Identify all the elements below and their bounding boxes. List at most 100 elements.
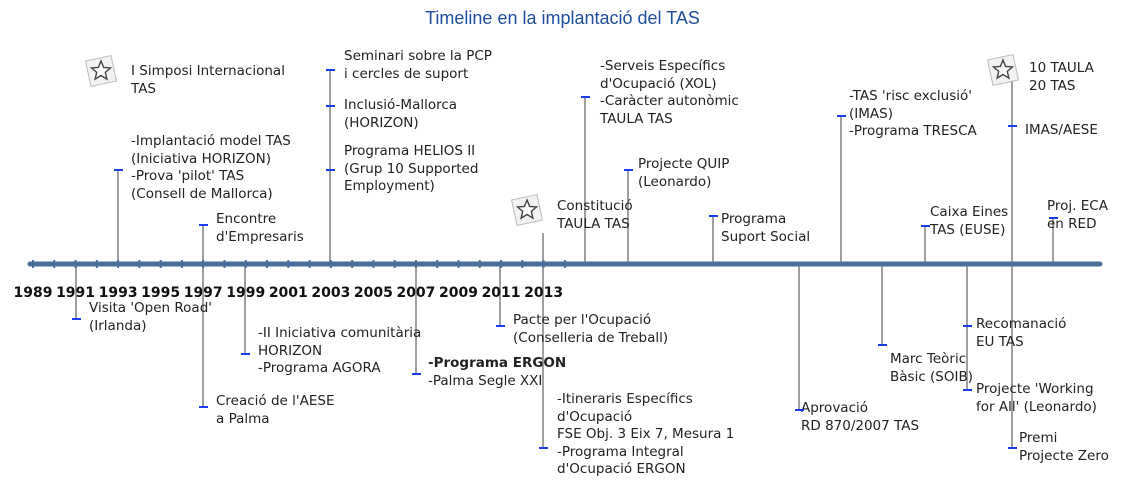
event-label: -TAS 'risc exclusió'(IMAS)-Programa TRES… (849, 88, 977, 141)
event-marker (709, 215, 718, 217)
event-label: Pacte per l'Ocupació(Conselleria de Treb… (513, 312, 668, 347)
event-label-line: for All' (Leonardo) (976, 398, 1097, 415)
event-marker (963, 389, 972, 391)
year-label: 1997 (183, 285, 223, 301)
event-label-line: -Caràcter autonòmic (600, 93, 739, 109)
event-marker (878, 344, 887, 346)
event-label-line: IMAS/AESE (1025, 122, 1098, 138)
event-label-line: d'Ocupació (XOL) (600, 75, 717, 92)
event-label-line: HORIZON (258, 342, 323, 359)
timeline-axis (27, 260, 1103, 268)
event-label-line: i cercles de suport (344, 65, 469, 82)
event-label-line: -Programa TRESCA (849, 123, 977, 139)
event-label-line: Marc Teòric (890, 351, 967, 367)
event-label-line: -Prova 'pilot' TAS (131, 168, 245, 184)
event-label-line: Recomanació (976, 316, 1067, 332)
timeline-icons (84, 53, 1020, 227)
event-label-line: TAS (EUSE) (930, 221, 1006, 238)
event-label-line: Caixa Eines (930, 204, 1009, 220)
event-marker (326, 169, 335, 171)
year-label: 1995 (141, 285, 181, 301)
year-label: 2011 (481, 285, 521, 301)
event-marker (1049, 217, 1058, 219)
event-label-line: Employment) (344, 178, 435, 194)
event-label-line: (Grup 10 Supported (344, 160, 479, 177)
event-marker (412, 373, 421, 375)
event-label-line: Constitució (557, 198, 633, 214)
year-label: 2009 (439, 285, 478, 301)
event-marker (837, 115, 846, 117)
event-label: Inclusió-Mallorca(HORIZON) (344, 97, 457, 132)
event-label-line: Bàsic (SOIB) (890, 368, 974, 385)
event-marker (114, 169, 123, 171)
event-label-line: Programa HELIOS II (344, 143, 476, 159)
event-label-line: Pacte per l'Ocupació (513, 312, 652, 328)
event-label-line: Encontre (216, 211, 277, 227)
star-badge-icon (510, 193, 544, 227)
event-label-line: (Iniciativa HORIZON) (131, 150, 271, 167)
event-label: Visita 'Open Road'(Irlanda) (89, 300, 212, 335)
year-label: 1991 (56, 285, 96, 301)
event-label-line: Projecte QUIP (638, 156, 730, 172)
event-label-line: (Consell de Mallorca) (131, 185, 273, 202)
event-marker (921, 225, 930, 227)
event-label-line: a Palma (216, 410, 270, 427)
event-marker (241, 353, 250, 355)
event-label-line: Creació de l'AESE (216, 393, 335, 409)
year-label: 1999 (226, 285, 266, 301)
event-label-line: (Conselleria de Treball) (513, 329, 669, 346)
event-label-line: Proj. ECA (1047, 198, 1108, 214)
event-marker (326, 105, 335, 107)
event-label-line: TAULA TAS (600, 110, 673, 127)
event-marker (624, 169, 633, 171)
year-label: 2013 (524, 285, 564, 301)
event-label-line: (Leonardo) (638, 173, 712, 190)
event-marker (581, 96, 590, 98)
event-marker (1008, 447, 1017, 449)
event-label-line: d'Ocupació ERGON (557, 461, 686, 477)
event-label-line: -Palma Segle XXI (428, 372, 543, 389)
event-marker (1008, 125, 1017, 127)
event-label-line: -TAS 'risc exclusió' (849, 88, 972, 104)
event-label-line: Visita 'Open Road' (89, 300, 212, 316)
event-label-line: 10 TAULA (1029, 60, 1094, 76)
event-marker (496, 325, 505, 327)
event-label-line: Premi (1019, 430, 1058, 446)
year-label: 1993 (98, 285, 138, 301)
event-label-line: -Implantació model TAS (131, 133, 291, 149)
event-marker (199, 224, 208, 226)
event-label-line: Seminari sobre la PCP (344, 48, 492, 64)
event-label-line: Projecte 'Working (976, 381, 1094, 397)
event-label-line: -Programa Integral (557, 443, 684, 460)
year-label: 2003 (311, 285, 351, 301)
event-label-line: Projecte Zero (1019, 447, 1109, 464)
event-marker (963, 325, 972, 327)
event-label-line: RD 870/2007 TAS (801, 417, 920, 434)
year-label: 2001 (268, 285, 308, 301)
year-label: 2007 (396, 285, 436, 301)
event-label: IMAS/AESE (1025, 122, 1098, 140)
event-label-line: (HORIZON) (344, 114, 419, 131)
star-badge-icon (986, 53, 1020, 87)
event-label-line: Suport Social (721, 228, 811, 245)
event-label-line: d'Empresaris (216, 228, 304, 245)
event-label-line: FSE Obj. 3 Eix 7, Mesura 1 (557, 426, 735, 442)
event-label: -Implantació model TAS(Iniciativa HORIZO… (131, 133, 291, 203)
event-label-line: -Itineraris Específics (557, 391, 693, 407)
event-label: Projecte QUIP(Leonardo) (638, 156, 729, 191)
